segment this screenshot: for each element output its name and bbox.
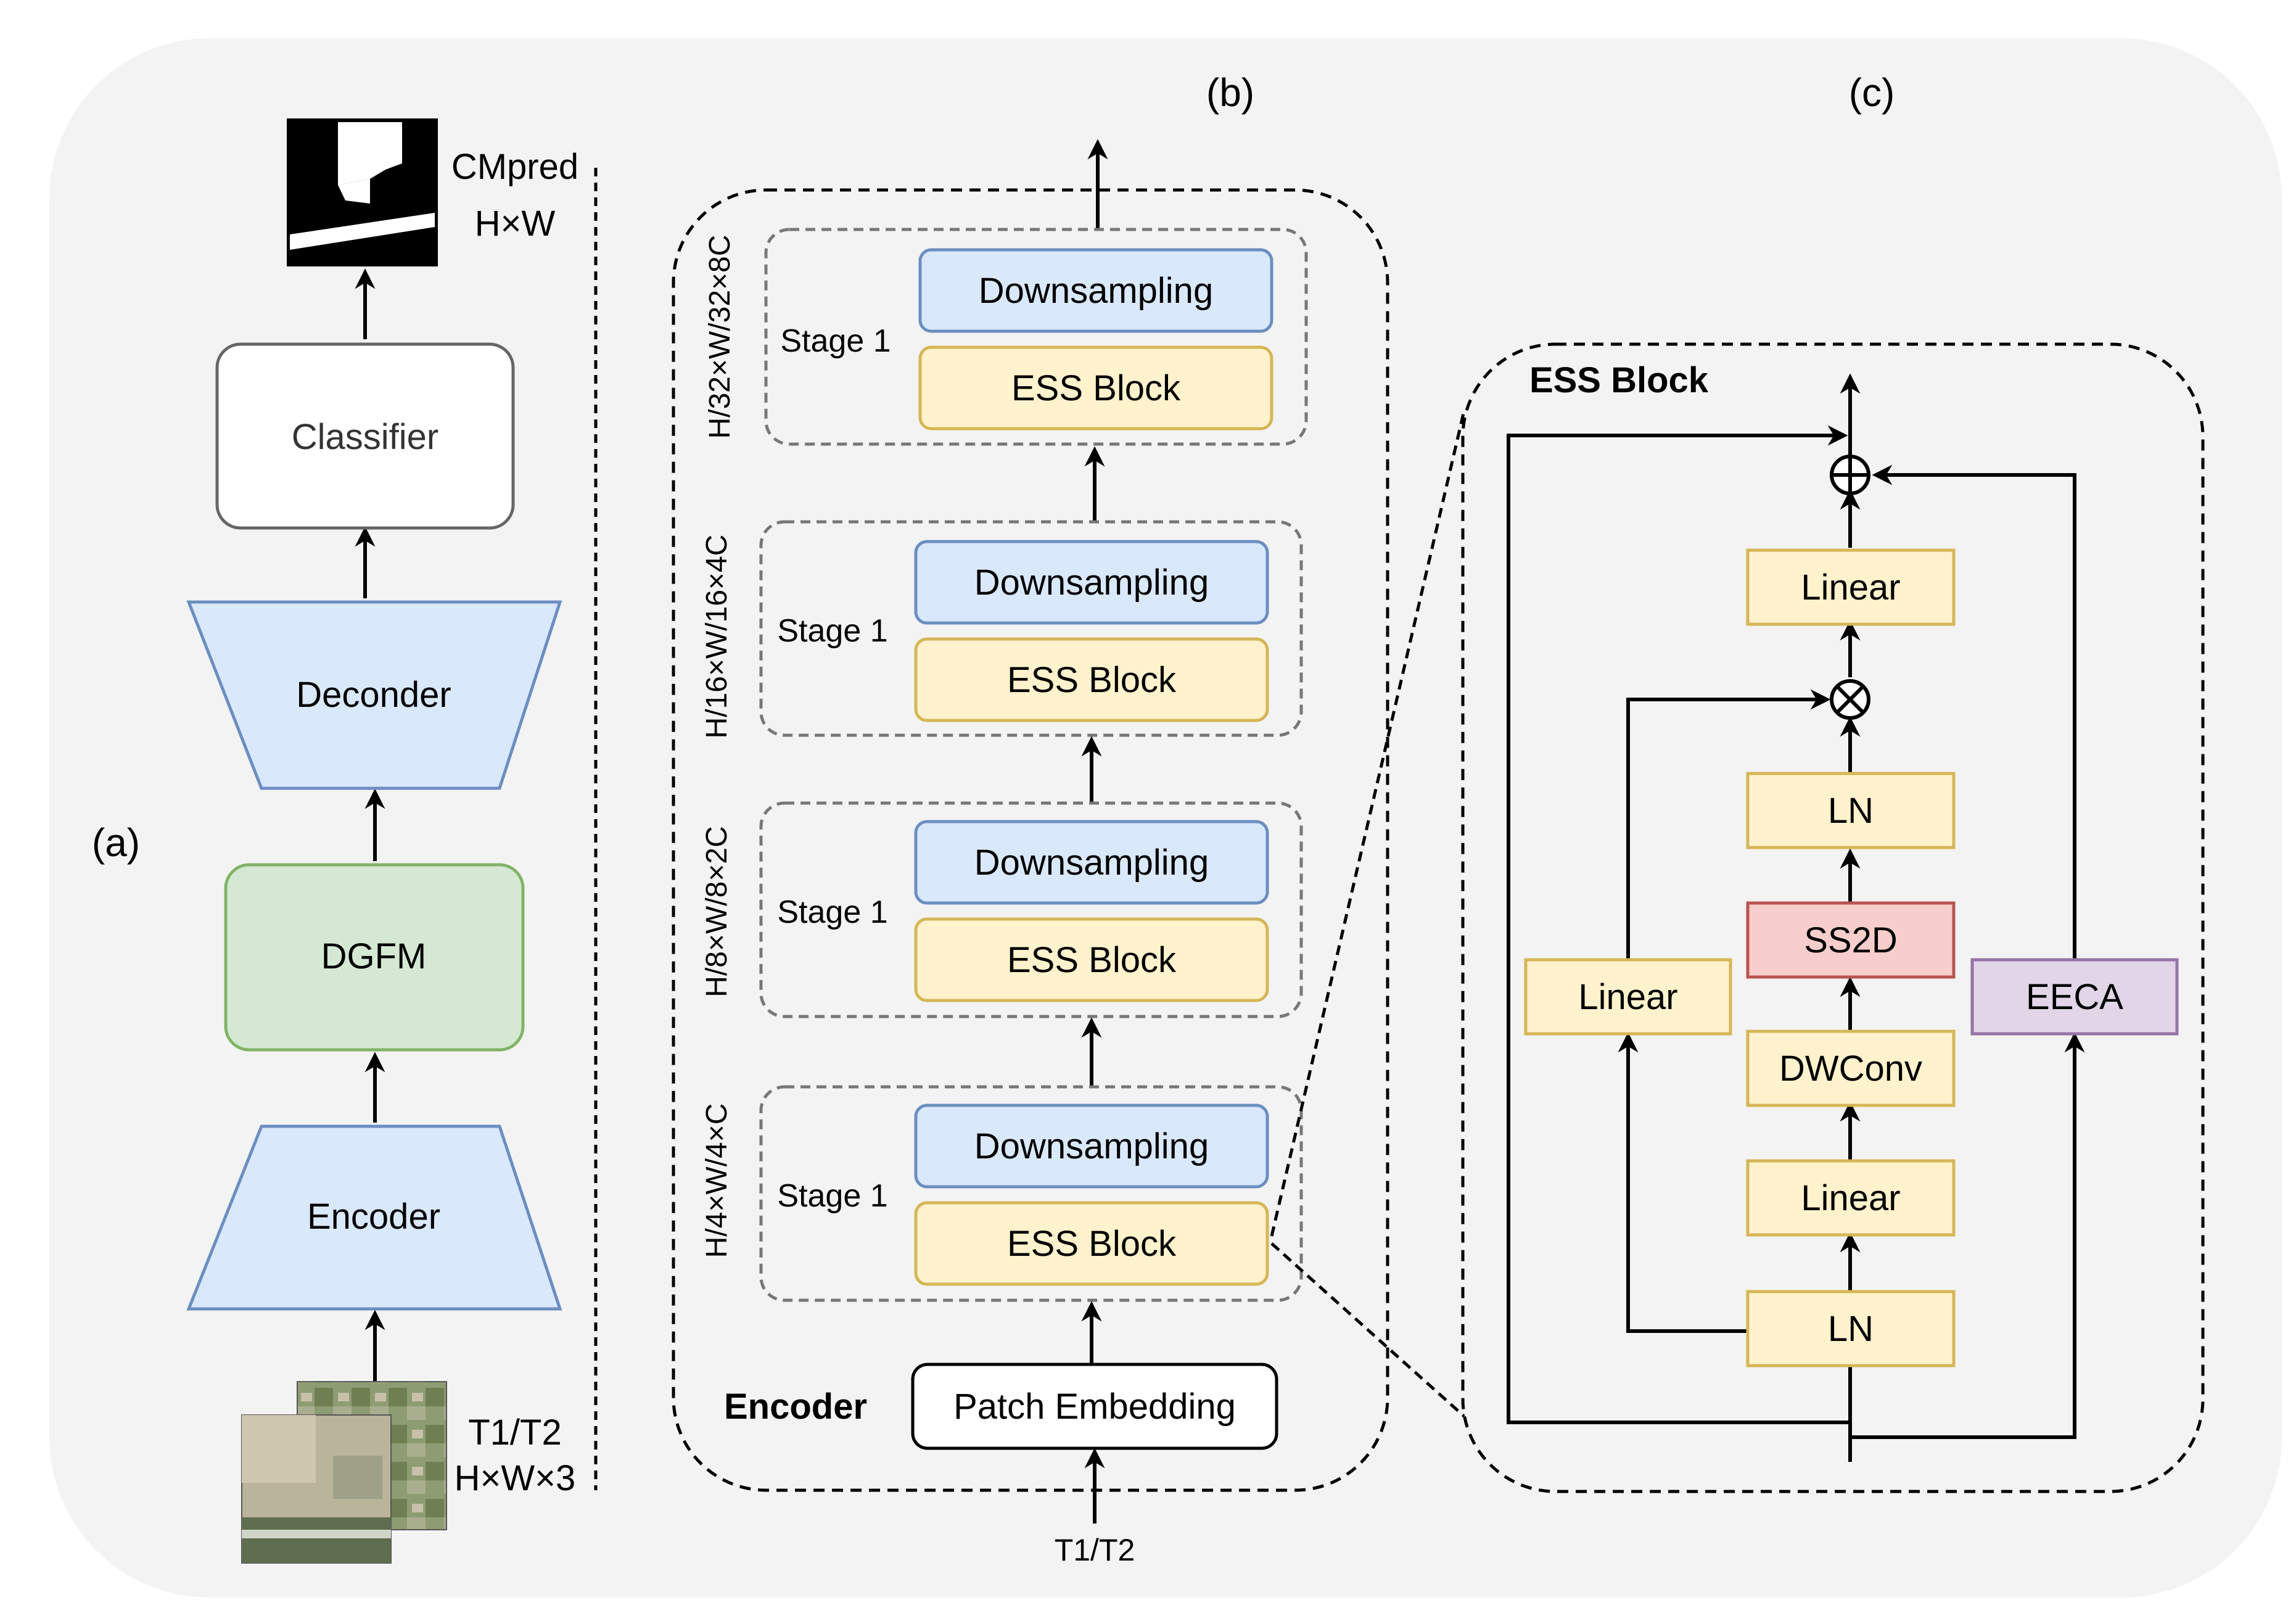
linear-left-box: [1524, 958, 1732, 1036]
encoder-label: Encoder: [307, 1197, 440, 1237]
stage-size-label: H/16×W/16×4C: [701, 535, 733, 739]
stage-outline: [759, 801, 1303, 1018]
dgfm-box: [224, 863, 525, 1052]
decoder-shape: [186, 600, 562, 790]
background-panel: [49, 38, 2282, 1598]
linear-mid-label: Linear: [1801, 1178, 1900, 1218]
stage-size-label: H/32×W/32×8C: [704, 235, 736, 439]
eeca-branch-up: [1850, 1032, 2085, 1439]
downsampling-label: Downsampling: [974, 1126, 1209, 1166]
input-label: T1/T2: [468, 1413, 562, 1453]
classifier-label: Classifier: [292, 417, 439, 457]
linear-left-label: Linear: [1578, 977, 1677, 1017]
panel-c: ESS Block Linear: [1461, 342, 2205, 1493]
encoder-outline: [672, 188, 1389, 1492]
stage-size-label: H/4×W/4×C: [701, 1103, 733, 1258]
stage-outline: [764, 228, 1308, 446]
ess-block-label: ESS Block: [1011, 368, 1181, 408]
ess-block-box: [914, 1201, 1269, 1286]
classifier-box: [215, 342, 515, 530]
encoder-shape: [186, 1124, 562, 1311]
downsampling-box: [914, 1103, 1269, 1189]
input-images: [241, 1381, 447, 1564]
downsampling-label: Downsampling: [974, 563, 1209, 603]
dwconv-label: DWConv: [1779, 1049, 1922, 1089]
ess-block-outline: [1461, 342, 2205, 1493]
gate-branch-to-multiply: [1626, 689, 1831, 960]
ess-block-box: [914, 917, 1269, 1002]
downsampling-box: [914, 820, 1269, 905]
patch-embedding-label: Patch Embedding: [953, 1387, 1236, 1427]
ss2d-label: SS2D: [1804, 920, 1898, 960]
downsampling-box: [914, 540, 1269, 625]
panel-label-b: (b): [1206, 70, 1254, 115]
multiply-operator-icon: [1830, 679, 1870, 720]
ess-block-label: ESS Block: [1007, 940, 1177, 980]
zoom-line-bottom: [1270, 1242, 1465, 1417]
stage-group: Stage 1 Downsampling ESS Block H/16×W/16…: [701, 520, 1303, 739]
zoom-line-top: [1270, 410, 1466, 1237]
linear-mid-box: [1746, 1159, 1956, 1237]
ln-bottom-label: LN: [1828, 1309, 1874, 1349]
add-operator-icon: [1830, 455, 1870, 495]
eeca-box: [1970, 958, 2179, 1036]
stage-outline: [759, 1085, 1303, 1302]
panel-b: Stage 1 Downsampling ESS Block H/32×W/32…: [672, 139, 1466, 1567]
ln-bottom-box: [1746, 1290, 1956, 1367]
linear-top-box: [1746, 548, 1956, 626]
stage-size-label: H/8×W/8×2C: [701, 826, 733, 997]
stage-group: Stage 1 Downsampling ESS Block H/32×W/32…: [704, 228, 1308, 446]
stage-outline: [759, 520, 1303, 737]
linear-top-label: Linear: [1801, 567, 1900, 608]
panel-label-a: (a): [92, 820, 140, 865]
ess-block-box: [914, 637, 1269, 722]
stage-label: Stage 1: [777, 613, 887, 649]
encoder-title: Encoder: [724, 1387, 867, 1427]
residual-skip-line: [1507, 425, 1850, 1424]
panel-label-c: (c): [1849, 70, 1895, 115]
stage-group: Stage 1 Downsampling ESS Block H/8×W/8×2…: [701, 801, 1303, 1018]
ess-block-label: ESS Block: [1007, 1224, 1177, 1264]
ln-mid-box: [1746, 772, 1956, 849]
stage-label: Stage 1: [777, 1178, 887, 1214]
input-size: H×W×3: [455, 1458, 576, 1498]
ss2d-box: [1746, 901, 1956, 979]
panel-a: CMpred H×W Classifier Deconder DGFM Enco…: [186, 118, 598, 1564]
dgfm-label: DGFM: [321, 936, 427, 976]
eeca-branch-to-add: [1872, 464, 2076, 960]
downsampling-label: Downsampling: [974, 843, 1209, 883]
stage-label: Stage 1: [777, 894, 887, 930]
ess-block-label: ESS Block: [1007, 660, 1177, 700]
change-map-image: [287, 118, 438, 266]
gate-branch-up: [1618, 1032, 1748, 1333]
stage-group: Stage 1 Downsampling ESS Block H/4×W/4×C: [701, 1085, 1303, 1302]
dwconv-box: [1746, 1029, 1956, 1107]
output-size: H×W: [475, 204, 556, 244]
downsampling-box: [918, 248, 1273, 333]
ess-block-title: ESS Block: [1529, 360, 1709, 400]
output-label: CMpred: [451, 147, 578, 187]
encoder-input-label: T1/T2: [1055, 1533, 1135, 1567]
ess-block-box: [918, 345, 1273, 431]
stage-label: Stage 1: [780, 323, 891, 359]
downsampling-label: Downsampling: [979, 271, 1213, 311]
eeca-label: EECA: [2026, 977, 2123, 1017]
decoder-label: Deconder: [296, 675, 451, 715]
ln-mid-label: LN: [1828, 791, 1874, 831]
